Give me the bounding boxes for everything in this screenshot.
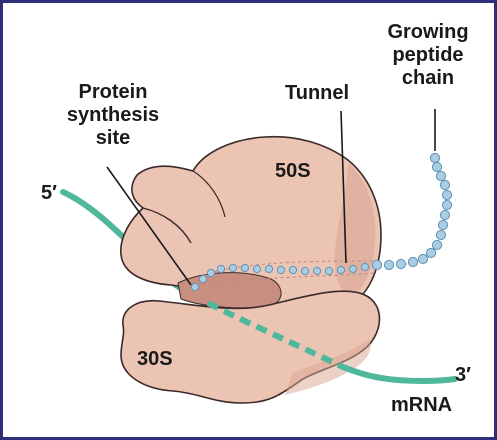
- peptide-bead: [300, 266, 310, 276]
- large-subunit-cleft: [142, 207, 192, 244]
- peptide-bead: [228, 263, 238, 273]
- peptide-bead: [407, 256, 419, 268]
- peptide-bead: [395, 258, 407, 270]
- peptide-bead: [264, 264, 274, 274]
- large-subunit-fold: [192, 170, 226, 218]
- label-30s: 30S: [137, 348, 173, 370]
- label-mrna: mRNA: [391, 394, 453, 416]
- label-tunnel: Tunnel: [285, 82, 350, 104]
- peptide-bead: [190, 282, 200, 292]
- peptide-bead: [288, 265, 298, 275]
- peptide-chain-line-3: chain: [401, 67, 455, 89]
- peptide-bead: [348, 264, 358, 274]
- leader-line-synthesis-site: [106, 166, 192, 286]
- peptide-bead: [360, 262, 370, 272]
- mrna-strand-inside: [206, 300, 345, 370]
- peptide-bead: [324, 266, 334, 276]
- label-5-prime: 5′: [41, 182, 57, 204]
- peptide-chain: [190, 152, 453, 292]
- peptide-bead: [240, 263, 250, 273]
- peptide-bead: [441, 199, 453, 211]
- mrna-strand-3prime: [340, 364, 458, 385]
- synthesis-site-line-1: Protein: [78, 81, 148, 103]
- peptide-bead: [336, 265, 346, 275]
- peptide-bead: [439, 209, 451, 221]
- peptide-bead: [312, 266, 322, 276]
- peptide-bead: [435, 229, 447, 241]
- peptide-bead: [425, 247, 437, 259]
- label-protein-synthesis-site: Protein synthesis site: [53, 81, 173, 150]
- peptide-bead: [431, 239, 443, 251]
- peptide-bead: [429, 152, 441, 164]
- peptide-bead: [371, 259, 383, 271]
- synthesis-site-line-2: synthesis: [66, 104, 160, 126]
- peptide-bead: [431, 161, 443, 173]
- peptide-bead: [206, 268, 216, 278]
- peptide-chain-line-1: Growing: [387, 21, 469, 43]
- peptide-bead: [435, 170, 447, 182]
- leader-line-tunnel: [340, 110, 347, 264]
- peptide-bead: [439, 179, 451, 191]
- peptide-bead: [276, 265, 286, 275]
- peptide-bead: [437, 219, 449, 231]
- peptide-bead: [252, 264, 262, 274]
- synthesis-site-line-3: site: [95, 127, 131, 149]
- peptide-bead: [216, 264, 226, 274]
- tunnel-outline: [202, 260, 376, 286]
- peptide-chain-line-2: peptide: [392, 44, 464, 66]
- peptide-bead: [441, 189, 453, 201]
- peptide-bead: [383, 259, 395, 271]
- label-50s: 50S: [275, 160, 311, 182]
- peptide-bead: [198, 274, 208, 284]
- ribosome-diagram: [60, 109, 458, 404]
- small-subunit-shading: [285, 339, 371, 395]
- label-3-prime: 3′: [455, 364, 471, 386]
- label-growing-peptide-chain: Growing peptide chain: [363, 21, 493, 90]
- peptide-bead: [417, 253, 429, 265]
